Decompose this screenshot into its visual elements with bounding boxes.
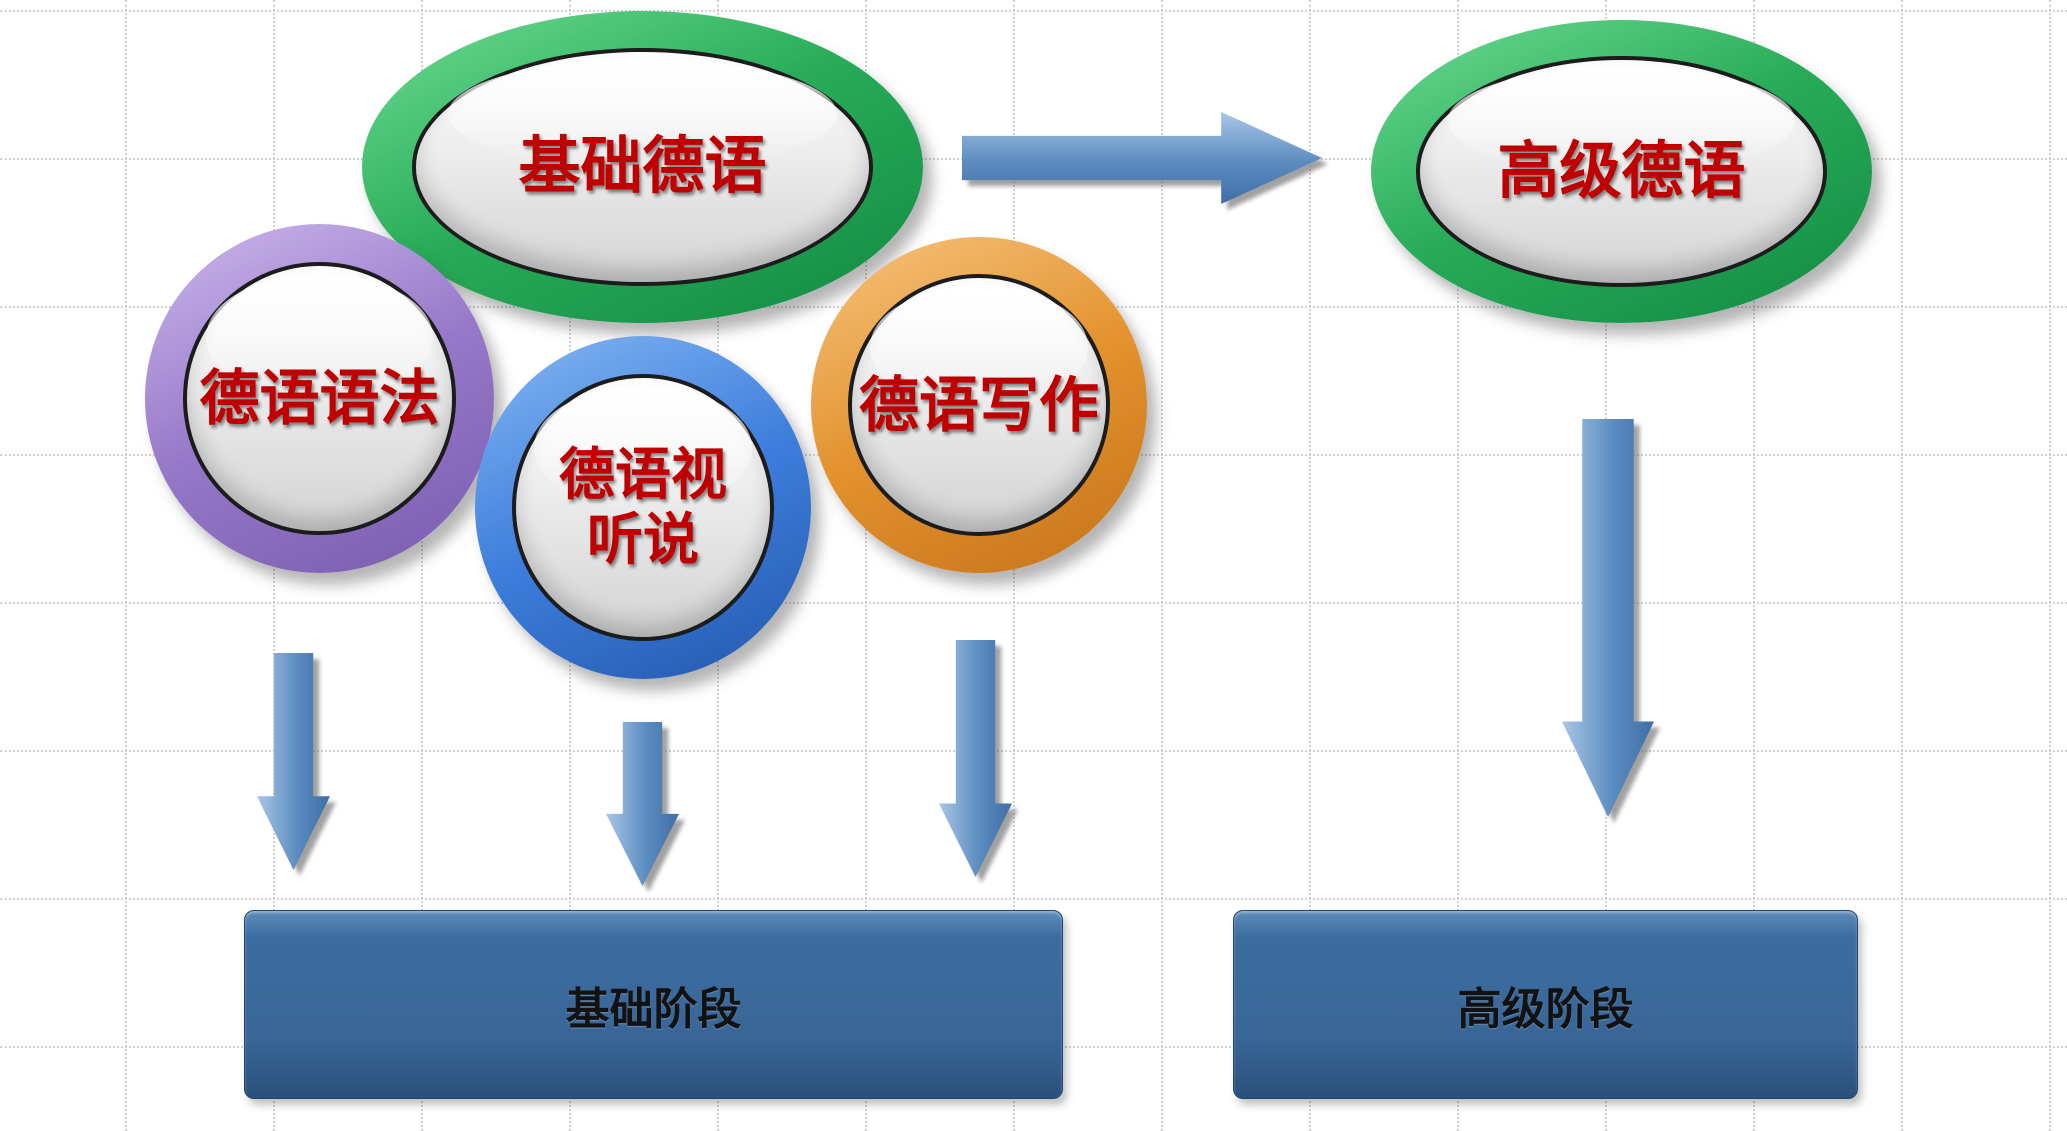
node-writing-face: 德语写作 — [847, 273, 1111, 537]
grid-line-vertical — [2049, 0, 2051, 1131]
basic-stage-bar: 基础阶段 — [244, 910, 1063, 1099]
grid-line-vertical — [1309, 0, 1311, 1131]
node-advanced-german: 高级德语 — [1371, 20, 1872, 323]
down-arrow-shape — [939, 640, 1012, 877]
grid-line-vertical — [1161, 0, 1163, 1131]
node-advanced-german-face: 高级德语 — [1416, 56, 1827, 287]
node-audio-visual-speaking: 德语视听说 — [475, 336, 811, 679]
advanced-stage-label: 高级阶段 — [1457, 984, 1634, 1034]
grid-line-vertical — [125, 0, 127, 1131]
node-advanced-german-label: 高级德语 — [1497, 136, 1746, 206]
grid-line-horizontal — [0, 10, 2067, 12]
down-arrow-shape — [606, 722, 679, 886]
arrow-grammar-to-basic-stage-icon — [257, 653, 330, 870]
basic-stage-label: 基础阶段 — [565, 984, 742, 1034]
arrow-writing-to-basic-stage-icon — [939, 640, 1012, 877]
down-arrow-shape — [1562, 419, 1654, 817]
right-arrow-shape — [962, 112, 1322, 204]
grid-line-horizontal — [0, 898, 2067, 900]
grid-line-vertical — [1753, 0, 1755, 1131]
grid-line-horizontal — [0, 602, 2067, 604]
arrow-audiovisual-to-basic-stage-icon — [606, 722, 679, 886]
node-audio-visual-speaking-face: 德语视听说 — [511, 373, 775, 642]
arrow-basic-to-advanced-icon — [962, 112, 1322, 204]
grid-line-vertical — [421, 0, 423, 1131]
node-grammar: 德语语法 — [145, 224, 494, 573]
grid-line-vertical — [1457, 0, 1459, 1131]
node-grammar-face: 德语语法 — [183, 262, 456, 535]
node-grammar-label: 德语语法 — [199, 365, 440, 432]
node-writing: 德语写作 — [811, 237, 1147, 573]
node-basic-german-label: 基础德语 — [518, 132, 767, 202]
grid-line-horizontal — [0, 750, 2067, 752]
node-basic-german: 基础德语 — [362, 11, 923, 323]
node-audio-visual-speaking-label: 德语视听说 — [559, 443, 727, 571]
grid-line-vertical — [1901, 0, 1903, 1131]
down-arrow-shape — [257, 653, 330, 870]
node-writing-label: 德语写作 — [859, 371, 1099, 439]
grid-line-vertical — [865, 0, 867, 1131]
node-basic-german-face: 基础德语 — [412, 48, 873, 286]
advanced-stage-bar: 高级阶段 — [1233, 910, 1858, 1099]
arrow-advanced-to-advanced-stage-icon — [1562, 419, 1654, 817]
